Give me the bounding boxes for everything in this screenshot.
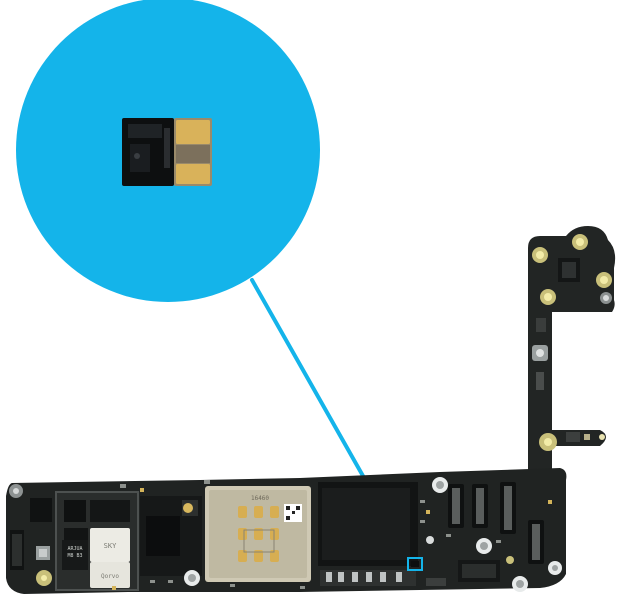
- chip-mark: Qorvo: [101, 573, 119, 580]
- gold-pad-top: [176, 120, 210, 144]
- board-vertical-arm: [528, 226, 616, 470]
- chip-mark: ARJUA: [67, 546, 82, 552]
- chip-mark: M8 B3: [67, 553, 82, 559]
- white-chip-a: SKY: [90, 528, 130, 562]
- arm-outline: [528, 226, 616, 470]
- board-main: SKY Qorvo ARJUA M8 B3: [6, 468, 567, 594]
- chip-mark: SKY: [104, 542, 117, 550]
- gold-pad-bottom: [176, 164, 210, 184]
- sim-code: 16460: [251, 495, 269, 502]
- callout-magnifier: [16, 0, 416, 568]
- white-chip-b: Qorvo: [90, 562, 130, 588]
- highlighted-component: [407, 557, 423, 571]
- magnified-component: [122, 118, 212, 186]
- sim-shield: 16460: [205, 486, 311, 582]
